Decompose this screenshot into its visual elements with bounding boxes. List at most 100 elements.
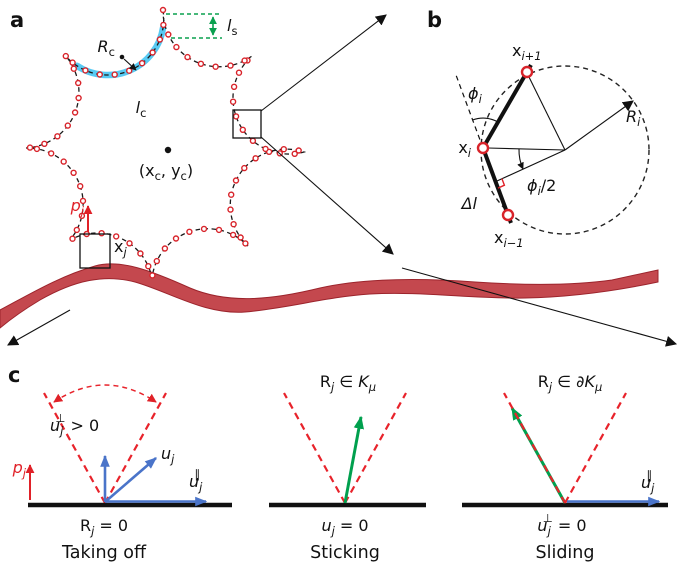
contact-box	[79, 233, 111, 269]
membrane-node-marker	[232, 177, 240, 184]
diagram-sliding: Rj ∈ ∂Kμ uj⊥ = 0 uj∥ Sliding	[462, 372, 668, 563]
rc-pointer-arrow	[123, 58, 137, 71]
rc-dot	[119, 54, 125, 60]
membrane-node-markers	[26, 6, 302, 279]
vertex-xim1	[501, 208, 515, 222]
membrane-node-marker	[70, 65, 78, 72]
segment-extension-dashed	[455, 74, 484, 149]
u-parallel-label: uj∥	[641, 468, 655, 495]
membrane-node-marker	[48, 150, 55, 157]
membrane-arc-highlight	[60, 6, 167, 79]
ri-label: Ri	[626, 107, 641, 129]
membrane-node-marker	[73, 226, 81, 234]
membrane-node-marker	[74, 79, 82, 87]
cone-membership-label: Rj ∈ Kμ	[320, 372, 376, 394]
diagram-taking-off: uj⊥ > 0 uj uj∥ pj Rj = 0 Taking off	[12, 384, 232, 563]
reaction-zero-label: Rj = 0	[80, 516, 128, 538]
membrane-node-marker	[239, 126, 247, 134]
xi-label: xi	[458, 138, 471, 160]
membrane-node-marker	[173, 43, 180, 51]
panel-c: c uj⊥ > 0 uj uj∥ pj Rj = 0 Taking off Rj…	[8, 363, 668, 563]
membrane-node-marker	[160, 21, 167, 29]
membrane-node-marker	[75, 94, 82, 102]
right-angle-marker	[497, 178, 506, 189]
u-parallel-label: uj∥	[189, 467, 203, 494]
membrane-node-marker	[227, 62, 234, 69]
membrane-node-marker	[149, 49, 156, 56]
membrane-node-marker	[159, 6, 167, 14]
membrane-node-marker	[230, 220, 237, 228]
membrane-node-marker	[172, 235, 180, 242]
membrane-node-marker	[64, 122, 72, 129]
u-perp-zero-label: uj⊥ = 0	[537, 511, 586, 538]
membrane-node-marker	[242, 240, 249, 247]
membrane-node-marker	[76, 182, 84, 190]
delta-l-label: Δl	[460, 194, 478, 213]
cone-right-edge	[564, 392, 627, 504]
membrane-node-marker	[78, 212, 86, 220]
membrane-node-marker	[112, 233, 120, 240]
radius-line-to-xi	[487, 147, 566, 151]
cell-center-label: (xc, yc)	[139, 161, 193, 183]
u-vector-arrow	[104, 457, 157, 503]
phi-angle-arc	[472, 117, 499, 123]
membrane-node-marker	[69, 235, 76, 242]
vertex-xip1	[520, 65, 534, 79]
membrane-node-marker	[98, 229, 105, 237]
u-perp-label: uj⊥ > 0	[50, 411, 99, 438]
membrane-node-marker	[295, 147, 302, 154]
membrane-node-marker	[156, 36, 164, 43]
caption-sliding: Sliding	[535, 543, 594, 563]
lc-label: lc	[136, 98, 147, 120]
caption-sticking: Sticking	[310, 543, 380, 563]
ri-arrow	[564, 100, 634, 151]
membrane-node-marker	[79, 197, 87, 205]
phi-label: ϕi	[468, 84, 483, 106]
panel-b-label: b	[427, 8, 442, 32]
panel-a: a ls Rc lc (xc, yc) xj pj	[0, 6, 678, 347]
cone-boundary-label: Rj ∈ ∂Kμ	[538, 372, 603, 394]
membrane-node-marker	[41, 140, 48, 148]
membrane-node-marker	[197, 60, 205, 67]
membrane-node-marker	[69, 59, 76, 66]
diagram-sticking: Rj ∈ Kμ uj = 0 Sticking	[269, 372, 426, 563]
reaction-force-arrow	[343, 415, 364, 504]
membrane-node-marker	[111, 71, 118, 78]
membrane-node-marker	[280, 145, 287, 153]
membrane-node-marker	[145, 263, 152, 270]
rc-label: Rc	[98, 37, 115, 59]
cone-opening-double-arrow	[53, 384, 157, 403]
u-label: uj	[161, 444, 175, 466]
panel-a-label: a	[10, 8, 24, 32]
panel-c-label: c	[8, 363, 20, 387]
cone-right-edge	[344, 392, 407, 504]
membrane-node-marker	[125, 67, 133, 74]
cell-membrane-outline	[25, 9, 307, 279]
zoom-arrow-to-c-right	[401, 267, 678, 347]
membrane-node-marker	[232, 113, 240, 120]
membrane-node-marker	[235, 69, 243, 76]
cone-left-edge	[283, 392, 346, 504]
membrane-segment-upper	[481, 63, 533, 150]
cone-left-edge	[503, 392, 566, 504]
membrane-node-marker	[184, 53, 191, 61]
membrane-node-marker	[229, 231, 237, 239]
cone-right-edge	[104, 392, 167, 504]
membrane-node-marker	[82, 67, 89, 74]
membrane-node-marker	[215, 226, 223, 234]
membrane-node-marker	[252, 155, 259, 162]
caption-taking-off: Taking off	[61, 543, 147, 563]
membrane-node-marker	[138, 60, 146, 67]
membrane-node-marker	[186, 228, 193, 236]
membrane-node-marker	[96, 71, 104, 78]
membrane-node-marker	[161, 245, 169, 252]
membrane-node-marker	[227, 206, 234, 213]
radius-line-to-midpoint	[496, 149, 566, 182]
radius-line-to-xip1	[527, 74, 566, 151]
membrane-node-marker	[249, 137, 257, 145]
xj-label: xj	[114, 237, 127, 259]
membrane-node-marker	[153, 257, 161, 265]
membrane-node-marker	[60, 158, 67, 165]
membrane-node-marker	[227, 191, 235, 198]
